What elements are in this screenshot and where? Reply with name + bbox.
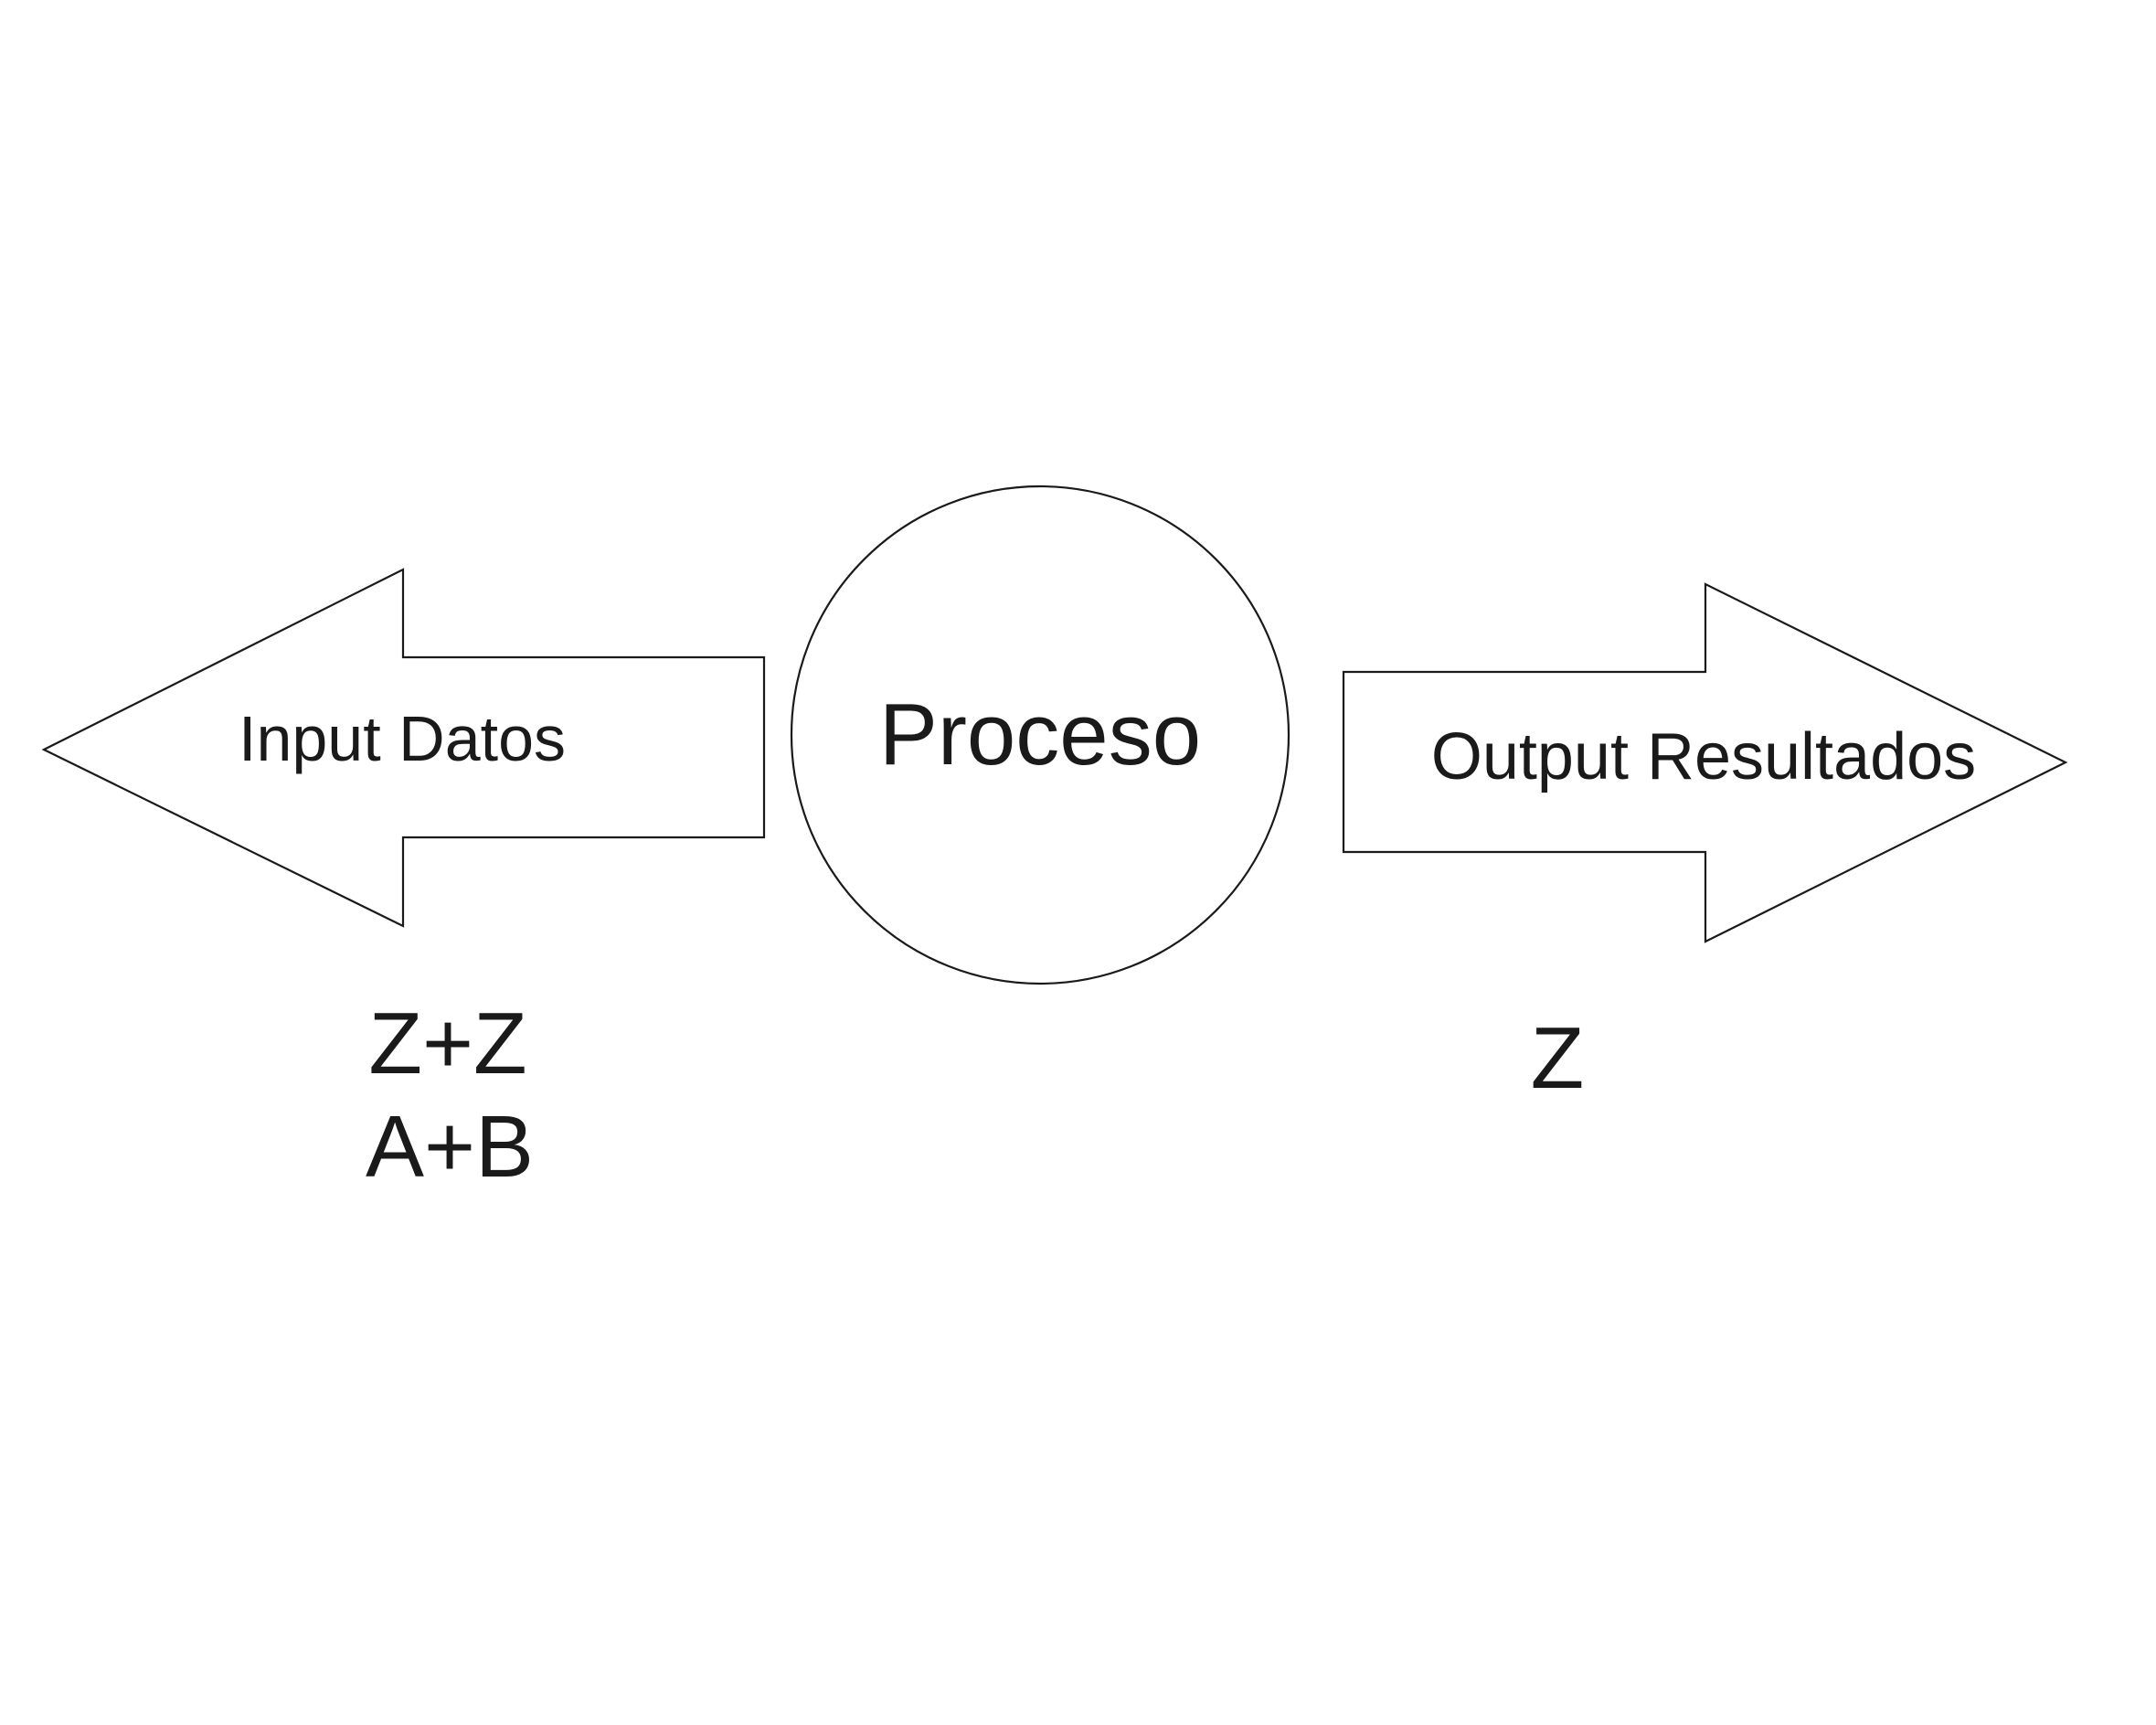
- input-example-1: Z+Z: [368, 995, 526, 1092]
- output-arrow-label: Output Resultados: [1431, 720, 1976, 793]
- process-circle: [790, 484, 1290, 985]
- input-example-2: A+B: [366, 1098, 534, 1196]
- output-examples: Z: [1531, 1009, 1585, 1107]
- process-node: Proceso: [790, 484, 1290, 985]
- output-arrow-shape: [1342, 582, 2068, 943]
- process-label: Proceso: [879, 686, 1201, 783]
- output-example-1: Z: [1531, 1009, 1585, 1107]
- input-arrow: Input Datos: [41, 568, 766, 928]
- input-examples: Z+Z A+B: [366, 995, 534, 1196]
- output-arrow: Output Resultados: [1342, 582, 2068, 943]
- input-arrow-label: Input Datos: [239, 703, 566, 774]
- input-arrow-shape: [41, 568, 766, 928]
